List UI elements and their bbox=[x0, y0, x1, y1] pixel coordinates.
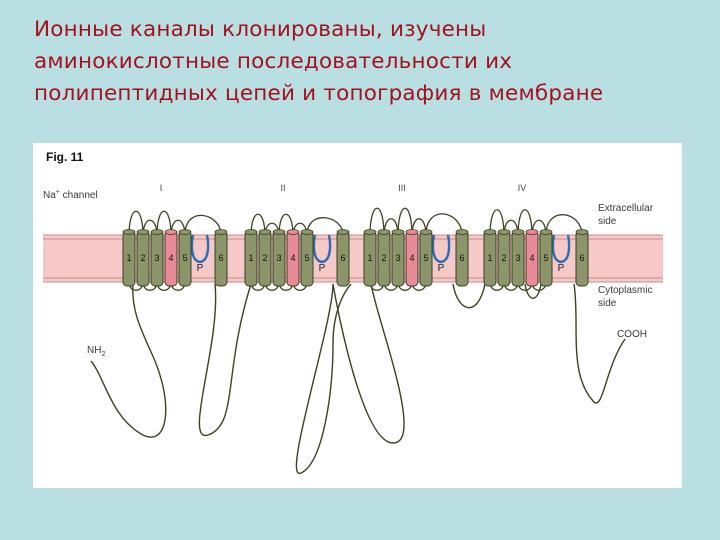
helix-cap bbox=[406, 230, 418, 235]
chain-segment bbox=[333, 284, 404, 443]
helix-number: 2 bbox=[381, 253, 386, 263]
helix-number: 3 bbox=[395, 253, 400, 263]
helix-cap bbox=[273, 230, 285, 235]
helix-cap bbox=[245, 230, 257, 235]
helix-number: 4 bbox=[409, 253, 414, 263]
chain-segment bbox=[296, 284, 351, 473]
helix-cap bbox=[484, 230, 496, 235]
helix-number: 1 bbox=[126, 253, 131, 263]
c-terminus-label: COOH bbox=[617, 329, 647, 340]
chain-segment bbox=[199, 284, 251, 435]
helix-cap bbox=[137, 230, 149, 235]
chain-segment bbox=[453, 284, 485, 308]
helix-number: 4 bbox=[290, 253, 295, 263]
helix-number: 1 bbox=[487, 253, 492, 263]
pore-label: P bbox=[197, 263, 204, 274]
sodium-channel-diagram: Fig. 11 Na+ channel Extracellular side C… bbox=[33, 143, 682, 488]
n-terminus-label: NH2 bbox=[87, 345, 105, 358]
extracellular-label-line-2: side bbox=[598, 216, 617, 227]
helix-number: 2 bbox=[140, 253, 145, 263]
slide-title-line-2: аминокислотные последовательности их bbox=[34, 49, 512, 74]
helix-number: 2 bbox=[262, 253, 267, 263]
domain-label: III bbox=[398, 183, 406, 193]
helix-cap bbox=[420, 230, 432, 235]
helix-cap bbox=[526, 230, 538, 235]
helix-cap bbox=[165, 230, 177, 235]
helix-number: 5 bbox=[304, 253, 309, 263]
helix-cap bbox=[456, 230, 468, 235]
pore-label: P bbox=[319, 263, 326, 274]
helix-number: 1 bbox=[248, 253, 253, 263]
helix-cap bbox=[498, 230, 510, 235]
helix-number: 6 bbox=[340, 253, 345, 263]
helix-number: 5 bbox=[543, 253, 548, 263]
helix-number: 6 bbox=[218, 253, 223, 263]
helix-cap bbox=[540, 230, 552, 235]
helix-cap bbox=[301, 230, 313, 235]
figure-label: Fig. 11 bbox=[46, 150, 84, 164]
chain-segment bbox=[91, 284, 166, 437]
polypeptide-chain bbox=[91, 284, 625, 473]
helix-cap bbox=[179, 230, 191, 235]
helix-cap bbox=[287, 230, 299, 235]
helix-number: 3 bbox=[276, 253, 281, 263]
helix-cap bbox=[151, 230, 163, 235]
channel-label: Na+ channel bbox=[43, 189, 98, 201]
helix-number: 6 bbox=[579, 253, 584, 263]
domain-label: II bbox=[280, 183, 285, 193]
helix-number: 3 bbox=[154, 253, 159, 263]
domain-label: IV bbox=[518, 183, 527, 193]
slide-title-line-3: полипептидных цепей и топография в мембр… bbox=[34, 81, 603, 106]
helix-cap bbox=[364, 230, 376, 235]
helix-cap bbox=[337, 230, 349, 235]
helix-cap bbox=[392, 230, 404, 235]
helix-cap bbox=[259, 230, 271, 235]
figure-panel: Fig. 11 Na+ channel Extracellular side C… bbox=[33, 143, 682, 488]
helix-cap bbox=[123, 230, 135, 235]
slide-title-line-1: Ионные каналы клонированы, изучены bbox=[34, 17, 486, 42]
cytoplasmic-label-line-2: side bbox=[598, 298, 617, 309]
helix-cap bbox=[576, 230, 588, 235]
helix-number: 5 bbox=[182, 253, 187, 263]
pore-label: P bbox=[438, 263, 445, 274]
helix-number: 6 bbox=[459, 253, 464, 263]
helix-cap bbox=[215, 230, 227, 235]
helix-number: 2 bbox=[501, 253, 506, 263]
cytoplasmic-label-line-1: Cytoplasmic bbox=[598, 285, 652, 296]
helix-number: 4 bbox=[529, 253, 534, 263]
helix-number: 4 bbox=[168, 253, 173, 263]
slide-title: Ионные каналы клонированы, изучены амино… bbox=[34, 14, 704, 110]
helix-number: 3 bbox=[515, 253, 520, 263]
extracellular-label-line-1: Extracellular bbox=[598, 203, 654, 214]
helix-number: 5 bbox=[423, 253, 428, 263]
domain-label: I bbox=[160, 183, 163, 193]
helix-number: 1 bbox=[367, 253, 372, 263]
helix-cap bbox=[512, 230, 524, 235]
pore-label: P bbox=[558, 263, 565, 274]
helix-cap bbox=[378, 230, 390, 235]
